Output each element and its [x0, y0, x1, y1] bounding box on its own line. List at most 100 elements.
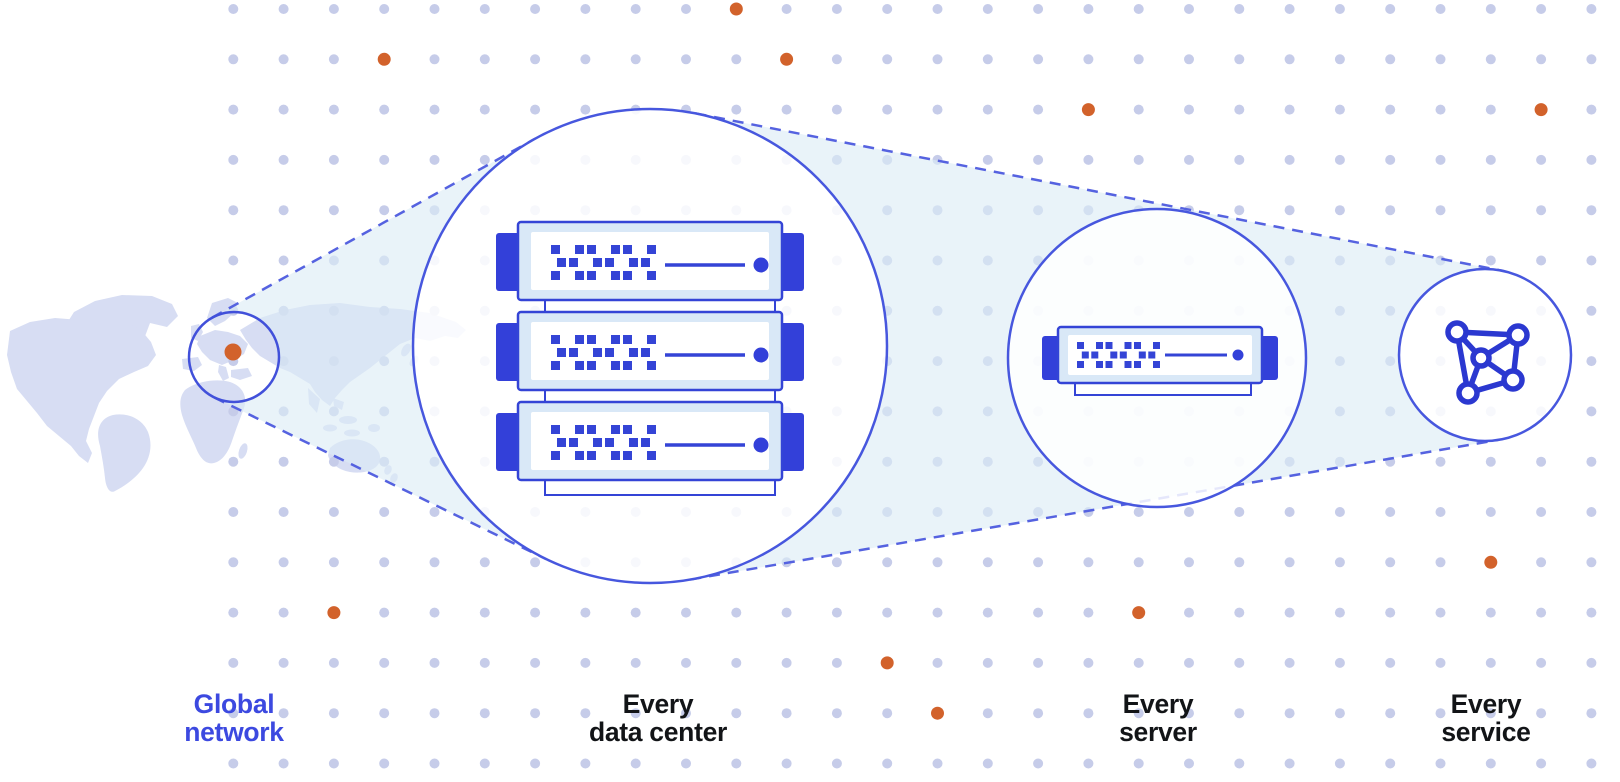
- grid-dot: [530, 104, 541, 115]
- grid-dot: [1485, 507, 1496, 517]
- grid-dot: [1234, 104, 1245, 115]
- grid-dot: [932, 4, 943, 14]
- grid-dot: [831, 607, 842, 618]
- grid-dot: [1435, 758, 1446, 769]
- accent-dot: [1534, 103, 1548, 117]
- grid-dot: [1485, 104, 1496, 115]
- grid-dot: [1133, 758, 1144, 769]
- grid-dot: [278, 456, 289, 467]
- grid-dot: [328, 205, 339, 216]
- grid-dot: [1234, 154, 1245, 165]
- grid-dot: [228, 54, 239, 65]
- grid-dot: [228, 607, 239, 618]
- grid-dot: [580, 54, 591, 65]
- grid-dot: [731, 607, 742, 618]
- grid-dot: [530, 557, 541, 568]
- grid-dot: [882, 708, 893, 719]
- grid-dot: [882, 557, 893, 568]
- grid-dot: [932, 607, 943, 618]
- grid-dot: [831, 708, 842, 719]
- grid-dot: [530, 54, 541, 65]
- grid-dot: [429, 507, 440, 517]
- grid-dot: [1083, 708, 1094, 719]
- grid-dot: [379, 104, 390, 115]
- grid-dot: [932, 104, 943, 115]
- grid-dot: [278, 4, 289, 14]
- caption-every-server-line2: server: [1119, 717, 1197, 747]
- grid-dot: [328, 708, 339, 719]
- grid-dot: [1083, 607, 1094, 618]
- grid-dot: [228, 205, 239, 216]
- grid-dot: [1334, 657, 1345, 668]
- grid-dot: [228, 4, 239, 14]
- grid-dot: [429, 154, 440, 165]
- captions: Global network Every data center Every s…: [184, 689, 1531, 747]
- grid-dot: [932, 557, 943, 568]
- grid-dot: [731, 104, 742, 115]
- grid-dot: [228, 708, 239, 719]
- grid-dot: [932, 54, 943, 65]
- grid-dot: [479, 4, 490, 14]
- grid-dot: [530, 708, 541, 719]
- grid-dot: [530, 758, 541, 769]
- grid-dot: [982, 154, 993, 165]
- grid-dot: [1234, 708, 1245, 719]
- grid-dot: [1385, 4, 1396, 14]
- grid-dot: [1033, 708, 1044, 719]
- grid-dot: [328, 456, 339, 467]
- grid-dot: [228, 758, 239, 769]
- grid-dot: [1334, 104, 1345, 115]
- grid-dot: [1234, 54, 1245, 65]
- grid-dot: [328, 154, 339, 165]
- grid-dot: [1536, 54, 1547, 65]
- grid-dot: [1586, 154, 1597, 165]
- grid-dot: [580, 708, 591, 719]
- grid-dot: [781, 657, 792, 668]
- grid-dot: [429, 557, 440, 568]
- grid-dot: [1586, 305, 1597, 316]
- grid-dot: [479, 54, 490, 65]
- grid-dot: [982, 54, 993, 65]
- grid-dot: [982, 104, 993, 115]
- grid-dot: [1133, 507, 1144, 517]
- grid-dot: [1083, 758, 1094, 769]
- grid-dot: [228, 557, 239, 568]
- grid-dot: [379, 708, 390, 719]
- grid-dot: [278, 205, 289, 216]
- grid-dot: [1385, 758, 1396, 769]
- grid-dot: [681, 708, 691, 719]
- grid-dot: [1385, 54, 1396, 65]
- grid-dot: [1435, 456, 1446, 467]
- grid-dot: [731, 54, 742, 65]
- grid-dot: [1586, 456, 1597, 467]
- grid-dot: [379, 507, 390, 517]
- caption-every-server-line1: Every: [1123, 689, 1194, 719]
- grid-dot: [781, 4, 792, 14]
- grid-dot: [1033, 4, 1044, 14]
- grid-dot: [1334, 205, 1345, 216]
- grid-dot: [1536, 657, 1547, 668]
- server-icon: [1042, 325, 1278, 396]
- grid-dot: [1485, 456, 1496, 467]
- grid-dot: [379, 557, 390, 568]
- grid-dot: [1284, 607, 1295, 618]
- grid-dot: [982, 607, 993, 618]
- grid-dot: [479, 154, 490, 165]
- grid-dot: [278, 255, 289, 266]
- grid-dot: [1184, 758, 1194, 769]
- grid-dot: [580, 657, 591, 668]
- grid-dot: [228, 456, 239, 467]
- grid-dot: [1435, 657, 1446, 668]
- grid-dot: [932, 758, 943, 769]
- grid-dot: [1184, 657, 1194, 668]
- grid-dot: [1385, 104, 1396, 115]
- grid-dot: [1435, 205, 1446, 216]
- grid-dot: [429, 54, 440, 65]
- grid-dot: [1234, 557, 1245, 568]
- grid-dot: [1586, 205, 1597, 216]
- grid-dot: [379, 758, 390, 769]
- grid-dot: [1485, 607, 1496, 618]
- grid-dot: [1385, 607, 1396, 618]
- grid-dot: [1536, 205, 1547, 216]
- grid-dot: [1435, 104, 1446, 115]
